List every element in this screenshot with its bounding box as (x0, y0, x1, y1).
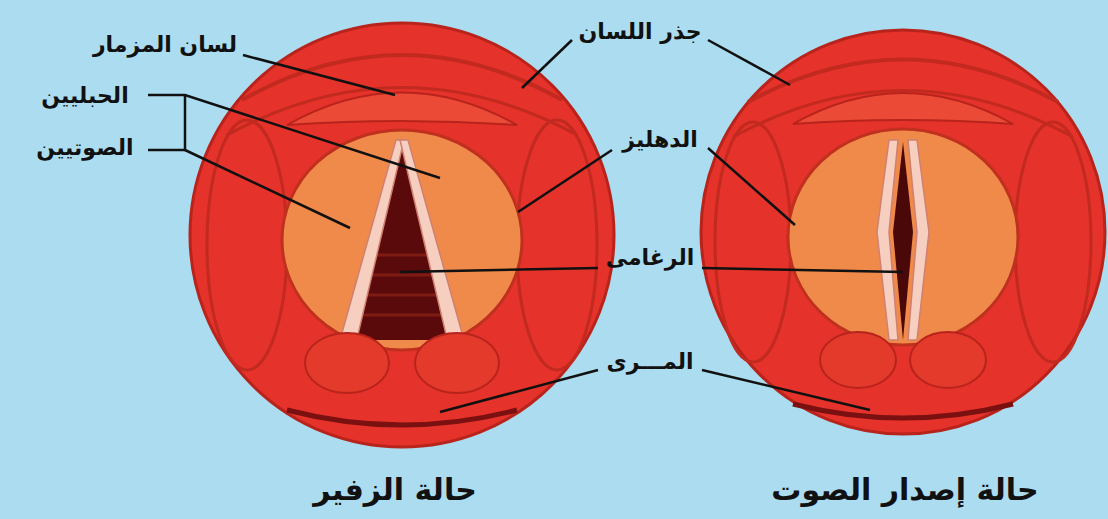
view-caption: حالة الزفير (313, 472, 477, 508)
view-caption: حالة إصدار الصوت (771, 472, 1038, 508)
part-label: جذر اللسان (578, 19, 701, 45)
larynx-closed (701, 30, 1105, 434)
part-label: الرغامى (606, 245, 695, 271)
part-label: المـــرى (607, 349, 694, 375)
part-label: الدهليز (622, 127, 697, 153)
larynx-open (190, 23, 614, 447)
part-label: الحبليين الصوتيين (30, 70, 140, 174)
leader-lines (148, 40, 903, 412)
part-label: لسان المزمار (93, 32, 237, 58)
